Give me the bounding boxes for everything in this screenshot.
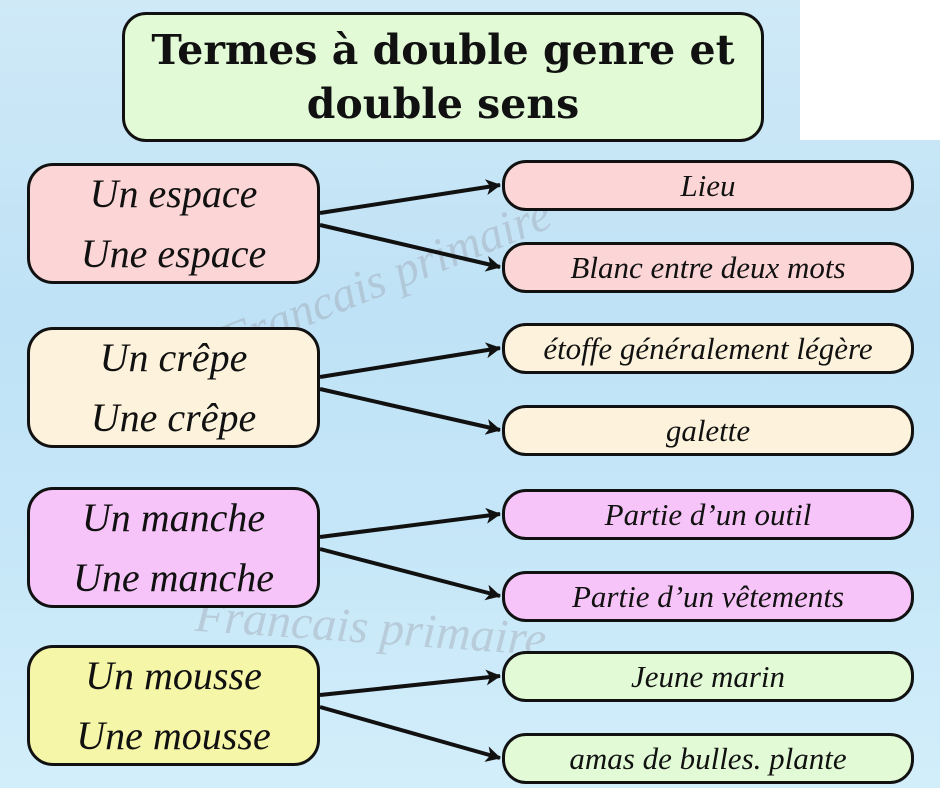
term-feminine: Une manche [72,554,275,600]
arrow [319,507,501,539]
term-masculine: Un manche [81,494,266,540]
arrow [319,179,501,215]
meaning-box: Lieu [502,160,914,211]
meaning-box: galette [502,405,914,456]
title-line-1: Termes à double genre et [151,26,735,74]
meaning-box: Jeune marin [502,651,914,702]
meaning-box: Blanc entre deux mots [502,242,914,293]
term-masculine: Un crêpe [99,334,248,380]
corner-white-area [800,0,940,140]
meaning-box: Partie d’un vêtements [502,571,914,622]
arrow [319,669,501,697]
term-feminine: Une crêpe [90,394,257,440]
arrow [319,342,501,379]
term-feminine: Une espace [80,230,267,276]
page-title: Termes à double genre et double sens [122,12,764,142]
meaning-box: Partie d’un outil [502,489,914,540]
arrow [319,387,501,435]
title-line-2: double sens [306,80,580,128]
meaning-box: étoffe généralement légère [502,323,914,374]
term-masculine: Un mousse [85,652,262,698]
arrow [319,547,501,601]
meaning-box: amas de bulles. plante [502,733,914,784]
arrow [319,705,501,762]
term-feminine: Une mousse [76,712,271,758]
term-masculine: Un espace [89,170,258,216]
arrow [319,223,501,272]
